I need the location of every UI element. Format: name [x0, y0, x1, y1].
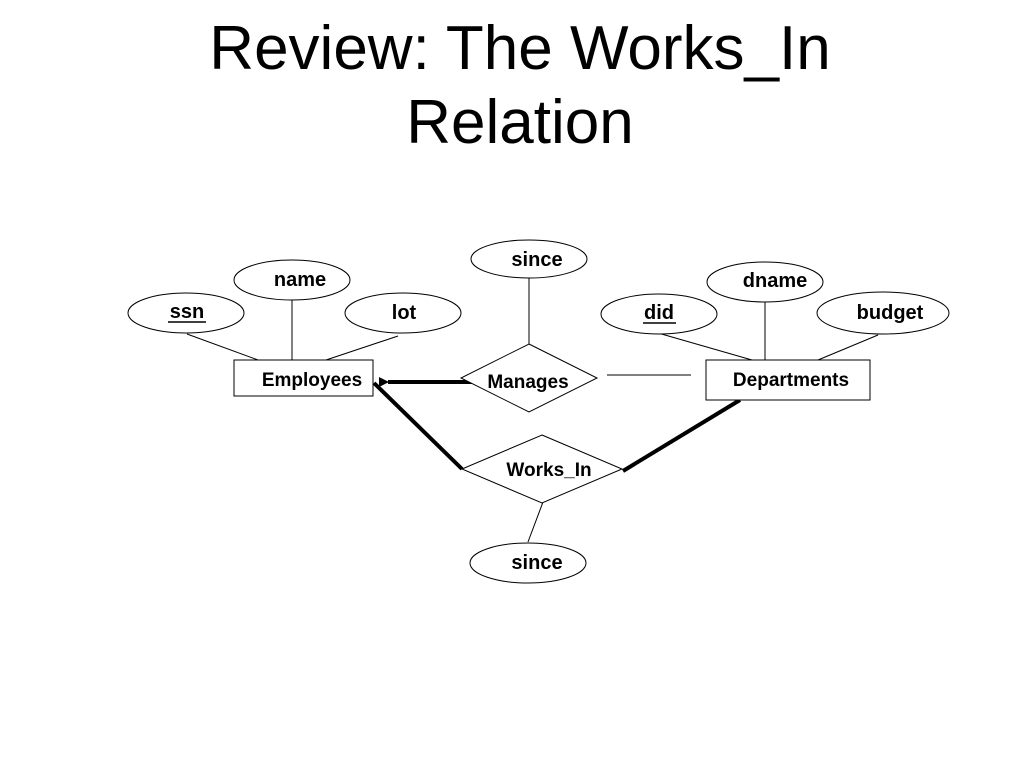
title-line-2: Relation — [406, 88, 634, 157]
since-works-in-attribute-ellipse — [469, 542, 587, 584]
dname-attribute-label: dname — [743, 270, 807, 292]
lot-attribute-label: lot — [392, 302, 417, 324]
did-attribute-label: did — [644, 302, 674, 324]
employees-entity-box — [233, 359, 374, 397]
employees-entity-label: Employees — [262, 370, 362, 391]
ssn-connector — [186, 333, 259, 361]
name-attribute-ellipse — [233, 259, 351, 301]
since-works-in-connector — [527, 501, 544, 543]
employees-works-in-line — [372, 381, 464, 471]
ssn-attribute-ellipse — [127, 292, 245, 334]
budget-connector — [817, 334, 879, 361]
since-manages-attribute-ellipse — [470, 239, 588, 279]
since-manages-attribute-label: since — [511, 249, 562, 271]
departments-entity-label: Departments — [733, 370, 849, 391]
lot-connector — [325, 335, 399, 361]
departments-entity-box — [705, 359, 871, 401]
works-in-relationship-label: Works_In — [506, 460, 591, 481]
slide-title: Review: The Works_In Relation — [0, 12, 1024, 160]
ssn-attribute-label: ssn — [170, 301, 204, 323]
did-connector — [657, 332, 753, 361]
did-attribute-ellipse — [600, 293, 718, 335]
budget-attribute-ellipse — [816, 291, 950, 335]
name-attribute-label: name — [274, 269, 326, 291]
title-line-1: Review: The Works_In — [209, 14, 831, 83]
budget-attribute-label: budget — [857, 302, 924, 324]
manages-relationship-diamond — [459, 343, 599, 413]
dname-attribute-ellipse — [706, 261, 824, 303]
works-in-relationship-diamond — [460, 434, 624, 504]
manages-relationship-label: Manages — [487, 372, 568, 393]
departments-works-in-line — [621, 398, 742, 473]
since-works-in-attribute-label: since — [511, 552, 562, 574]
lot-attribute-ellipse — [344, 292, 462, 334]
